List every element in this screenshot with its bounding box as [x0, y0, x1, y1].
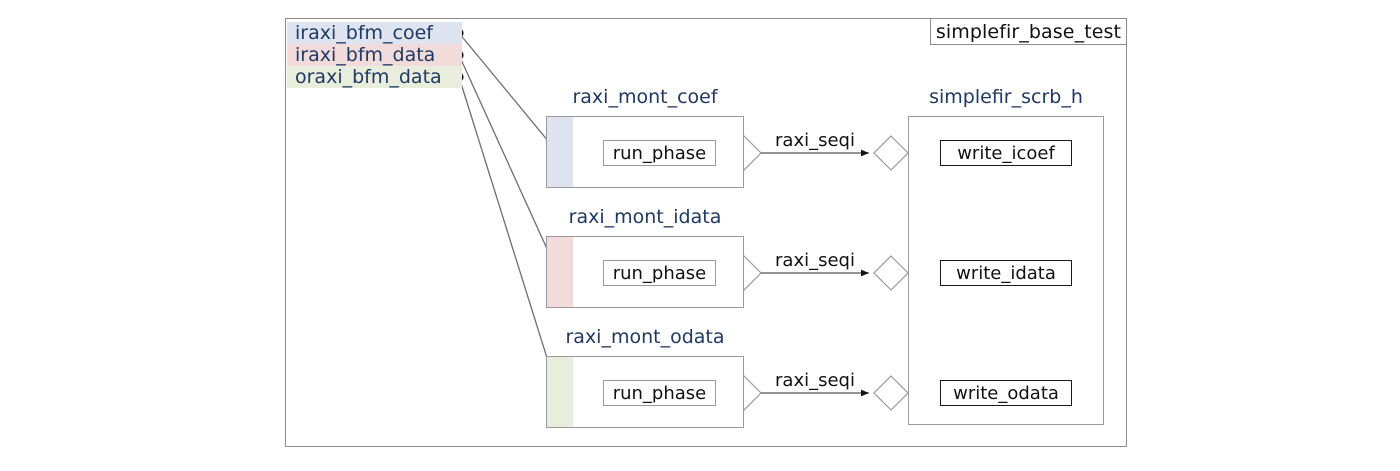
scoreboard-method-write-idata[interactable]: write_idata [940, 260, 1072, 286]
scoreboard-method-write-icoef[interactable]: write_icoef [940, 140, 1072, 166]
seqi-text: raxi_seqi [775, 250, 855, 271]
scoreboard-title: simplefir_scrb_h [908, 86, 1104, 108]
agent-title-raxi-mont-idata: raxi_mont_idata [546, 206, 744, 228]
run-phase-label: run_phase [612, 382, 707, 404]
interface-label: oraxi_bfm_data [295, 66, 442, 88]
interface-item-iraxi-bfm-data[interactable]: iraxi_bfm_data [287, 44, 462, 66]
method-label: write_icoef [957, 142, 1055, 164]
scoreboard-method-write-odata[interactable]: write_odata [940, 380, 1072, 406]
agent-title-raxi-mont-odata: raxi_mont_odata [546, 326, 744, 348]
seqi-label-odata: raxi_seqi [761, 370, 869, 391]
seqi-text: raxi_seqi [775, 370, 855, 391]
agent-box-raxi-mont-coef[interactable]: run_phase [546, 116, 744, 188]
run-phase-box-odata[interactable]: run_phase [603, 380, 716, 406]
agent-interface-strip [547, 117, 573, 187]
seqi-label-coef: raxi_seqi [761, 130, 869, 151]
interface-label: iraxi_bfm_data [295, 44, 436, 66]
run-phase-label: run_phase [612, 262, 707, 284]
interface-item-iraxi-bfm-coef[interactable]: iraxi_bfm_coef [287, 22, 462, 44]
agent-interface-strip [547, 237, 573, 307]
agent-box-raxi-mont-odata[interactable]: run_phase [546, 356, 744, 428]
run-phase-label: run_phase [612, 142, 707, 164]
agent-interface-strip [547, 357, 573, 427]
agent-title-label: raxi_mont_odata [565, 326, 725, 348]
run-phase-box-coef[interactable]: run_phase [603, 140, 716, 166]
method-label: write_odata [953, 382, 1059, 404]
method-label: write_idata [956, 262, 1056, 284]
seqi-label-idata: raxi_seqi [761, 250, 869, 271]
agent-title-label: raxi_mont_idata [568, 206, 722, 228]
scoreboard-title-label: simplefir_scrb_h [929, 86, 1083, 108]
agent-title-raxi-mont-coef: raxi_mont_coef [546, 86, 744, 108]
interface-item-oraxi-bfm-data[interactable]: oraxi_bfm_data [287, 66, 462, 88]
run-phase-box-idata[interactable]: run_phase [603, 260, 716, 286]
agent-box-raxi-mont-idata[interactable]: run_phase [546, 236, 744, 308]
seqi-text: raxi_seqi [775, 130, 855, 151]
test-title-label: simplefir_base_test [935, 20, 1122, 43]
interface-label: iraxi_bfm_coef [295, 22, 433, 44]
agent-title-label: raxi_mont_coef [572, 86, 718, 108]
test-title-box: simplefir_base_test [930, 18, 1127, 45]
testbench-outer-container [285, 18, 1127, 447]
